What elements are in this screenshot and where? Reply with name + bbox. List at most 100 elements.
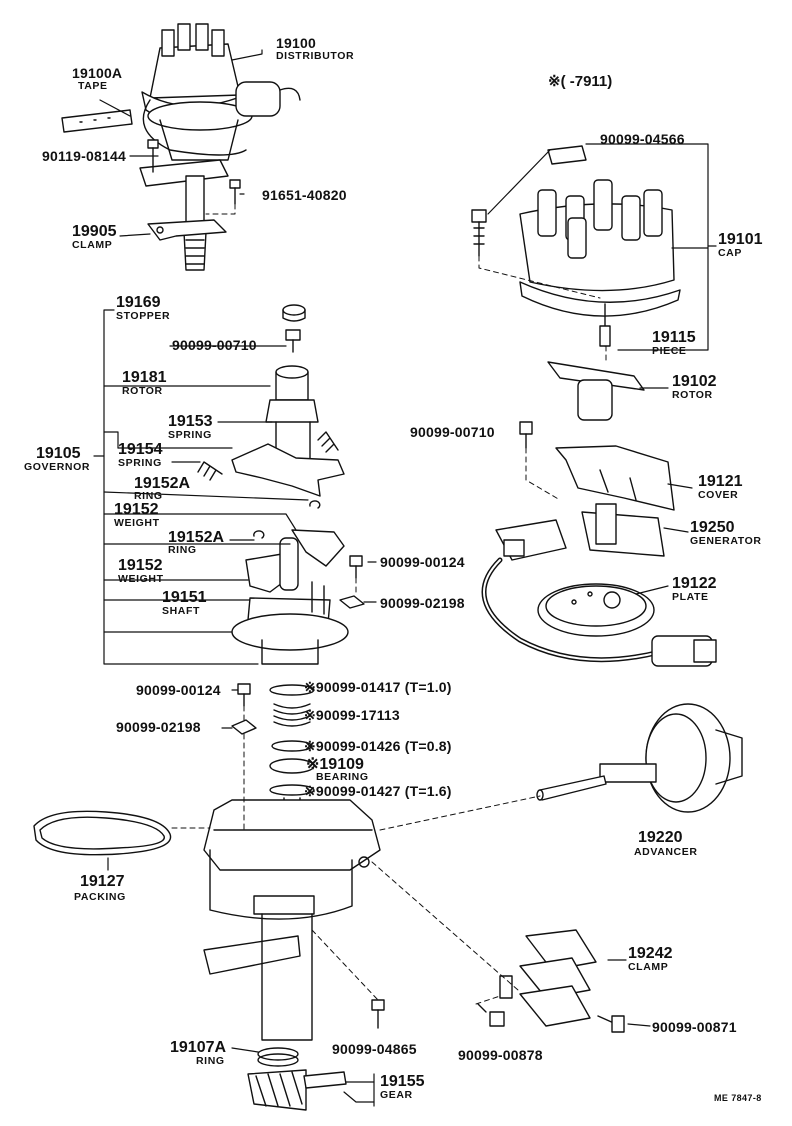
clamp-19905-drawing bbox=[147, 219, 227, 241]
part-name-rotor-19102: ROTOR bbox=[672, 389, 713, 401]
shaft-19151-drawing bbox=[231, 581, 349, 665]
part-number-19107A: 19107A bbox=[170, 1039, 227, 1056]
part-name-advancer: ADVANCER bbox=[634, 846, 698, 858]
part-number-19181: 19181 bbox=[122, 369, 167, 386]
part-number-90099-00124-left: 90099-00124 bbox=[136, 682, 221, 698]
screw-00124-right-drawing bbox=[349, 555, 363, 579]
part-number-19152-lower: 19152 bbox=[118, 557, 163, 574]
washer-02198-right-drawing bbox=[339, 595, 365, 609]
part-number-90099-01426: ※90099-01426 (T=0.8) bbox=[304, 738, 452, 754]
part-number-90099-01427: ※90099-01427 (T=1.6) bbox=[304, 783, 452, 799]
part-name-gear: GEAR bbox=[380, 1089, 413, 1101]
part-number-90099-04865: 90099-04865 bbox=[332, 1041, 417, 1057]
bolt-90119-drawing bbox=[147, 139, 159, 173]
stopper-drawing bbox=[282, 304, 306, 322]
part-number-90119-08144: 90119-08144 bbox=[42, 148, 126, 164]
part-number-90099-00871: 90099-00871 bbox=[652, 1019, 737, 1035]
part-number-90099-02198-right: 90099-02198 bbox=[380, 595, 465, 611]
distributor-assembly-drawing bbox=[139, 23, 301, 271]
part-number-19154: 19154 bbox=[118, 441, 163, 458]
part-number-19100A: 19100A bbox=[72, 65, 123, 81]
screw-00710-right-drawing bbox=[519, 421, 533, 449]
part-number-90099-00878: 90099-00878 bbox=[458, 1047, 543, 1063]
screw-04865-drawing bbox=[371, 999, 385, 1029]
part-number-19127: 19127 bbox=[80, 873, 125, 890]
weight-19152-lower-drawing bbox=[245, 537, 299, 593]
part-name-bearing: BEARING bbox=[316, 771, 369, 783]
part-number-19101: 19101 bbox=[718, 231, 763, 248]
part-number-19121: 19121 bbox=[698, 473, 743, 490]
part-name-ring-19107A: RING bbox=[196, 1055, 225, 1067]
part-name-cover: COVER bbox=[698, 489, 739, 501]
part-name-weight-lower: WEIGHT bbox=[118, 573, 164, 585]
screw-00871-drawing bbox=[597, 1015, 625, 1033]
leader-lines bbox=[93, 49, 717, 1107]
shim-stack-drawing bbox=[269, 684, 315, 841]
part-number-19109: ※19109 bbox=[306, 756, 364, 773]
packing-drawing bbox=[33, 810, 172, 856]
part-name-packing: PACKING bbox=[74, 891, 126, 903]
part-number-90099-00124-right: 90099-00124 bbox=[380, 554, 465, 570]
part-number-19250: 19250 bbox=[690, 519, 735, 536]
part-number-19905: 19905 bbox=[72, 223, 117, 240]
part-name-ring-upper: RING bbox=[134, 490, 163, 502]
part-number-19151: 19151 bbox=[162, 589, 207, 606]
part-name-clamp-19905: CLAMP bbox=[72, 239, 113, 251]
part-number-19152A-upper: 19152A bbox=[134, 475, 191, 492]
part-number-19155: 19155 bbox=[380, 1073, 425, 1090]
part-number-19220: 19220 bbox=[638, 829, 683, 846]
rotor-19102-drawing bbox=[547, 361, 645, 421]
part-number-91651-40820: 91651-40820 bbox=[262, 187, 347, 203]
screw-00124-left-drawing bbox=[237, 683, 251, 707]
housing-drawing bbox=[203, 799, 381, 1041]
gear-19155-drawing bbox=[247, 1069, 347, 1111]
weight-19152-upper-drawing bbox=[291, 529, 345, 567]
clamp-19242-drawing bbox=[499, 929, 597, 1027]
part-name-rotor-19181: ROTOR bbox=[122, 385, 163, 397]
part-name-plate: PLATE bbox=[672, 591, 709, 603]
part-number-19115: 19115 bbox=[652, 329, 696, 346]
part-number-19152-upper: 19152 bbox=[114, 501, 159, 518]
applicability-range-title: ※( -7911) bbox=[548, 73, 613, 90]
part-number-19105: 19105 bbox=[36, 445, 81, 462]
ring-19152A-lower-drawing bbox=[253, 530, 265, 539]
tape-drawing bbox=[61, 109, 133, 133]
part-number-19152A-lower: 19152A bbox=[168, 529, 225, 546]
part-name-generator: GENERATOR bbox=[690, 535, 762, 547]
rotor-19181-drawing bbox=[265, 365, 319, 477]
part-number-19102: 19102 bbox=[672, 373, 717, 390]
cover-drawing bbox=[555, 445, 675, 511]
part-name-shaft: SHAFT bbox=[162, 605, 200, 617]
part-number-19153: 19153 bbox=[168, 413, 213, 430]
part-name-spring-19154: SPRING bbox=[118, 457, 162, 469]
cap-bolt-drawing bbox=[471, 209, 487, 257]
part-name-governor: GOVERNOR bbox=[24, 461, 91, 473]
part-number-19169: 19169 bbox=[116, 294, 161, 311]
part-number-90099-02198-left: 90099-02198 bbox=[116, 719, 201, 735]
ring-19107A-drawing bbox=[257, 1047, 299, 1067]
part-name-cap: CAP bbox=[718, 247, 742, 259]
part-name-distributor: DISTRIBUTOR bbox=[276, 50, 355, 62]
part-number-90099-01417: ※90099-01417 (T=1.0) bbox=[304, 679, 452, 695]
part-number-90099-17113: ※90099-17113 bbox=[304, 707, 400, 723]
part-number-19122: 19122 bbox=[672, 575, 717, 592]
spring-19154-drawing bbox=[197, 461, 223, 481]
part-name-ring-lower: RING bbox=[168, 544, 197, 556]
cap-drawing bbox=[519, 145, 681, 347]
governor-plate-drawing bbox=[231, 443, 345, 497]
part-name-tape: TAPE bbox=[78, 80, 108, 92]
part-number-90099-00710-left: 90099-00710 bbox=[172, 337, 257, 353]
part-number-19242: 19242 bbox=[628, 945, 673, 962]
part-name-clamp-19242: CLAMP bbox=[628, 961, 669, 973]
drawing-reference-code: ME 7847-8 bbox=[714, 1093, 762, 1103]
advancer-drawing bbox=[536, 703, 743, 813]
washer-02198-left-drawing bbox=[231, 719, 257, 735]
spring-19153-drawing bbox=[317, 431, 339, 453]
plate-drawing bbox=[537, 583, 655, 637]
screw-00710-left-drawing bbox=[285, 329, 301, 353]
part-number-19100: 19100 bbox=[276, 35, 316, 51]
part-name-stopper: STOPPER bbox=[116, 310, 171, 322]
bolt-91651-drawing bbox=[229, 179, 241, 205]
ring-19152A-upper-drawing bbox=[309, 500, 321, 509]
